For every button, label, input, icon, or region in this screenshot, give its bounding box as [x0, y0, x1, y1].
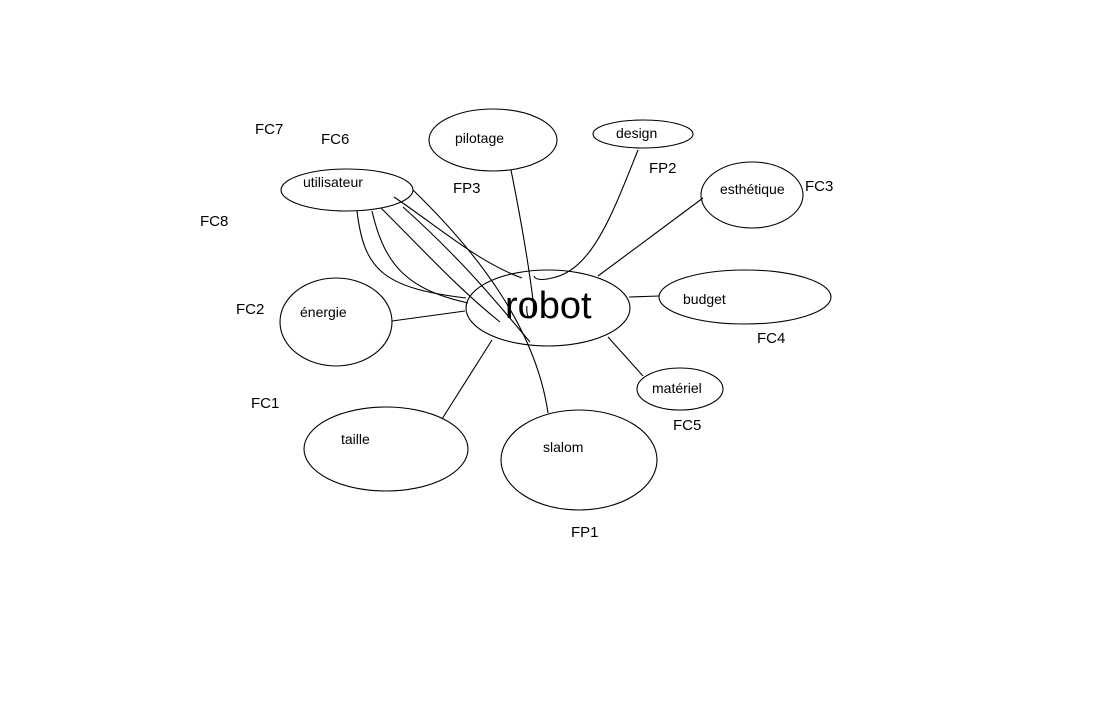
node-pilotage-label: pilotage	[455, 130, 504, 146]
link-utilisateur-robot-5	[393, 196, 523, 279]
node-budget: budget	[658, 269, 832, 325]
link-utilisateur-robot-3	[380, 207, 501, 323]
function-label-fc2: FC2	[236, 301, 264, 318]
node-esthetique: esthétique	[700, 161, 804, 229]
function-label-fc5: FC5	[673, 417, 701, 434]
node-pilotage: pilotage	[428, 108, 558, 172]
function-label-fc7: FC7	[255, 121, 283, 138]
link-robot-esthetique	[597, 197, 704, 277]
node-energie-label: énergie	[300, 304, 347, 320]
link-utilisateur-robot-1	[356, 210, 467, 299]
node-energie-shape	[279, 277, 393, 367]
node-design-shape	[592, 119, 694, 149]
link-robot-budget	[628, 295, 660, 298]
node-materiel-shape	[636, 367, 724, 411]
node-slalom: slalom	[500, 409, 658, 511]
function-label-fc4: FC4	[757, 330, 785, 347]
function-label-fp1: FP1	[571, 524, 599, 541]
link-robot-pilotage	[510, 169, 535, 318]
node-materiel: matériel	[636, 367, 724, 411]
node-budget-label: budget	[683, 291, 726, 307]
node-slalom-label: slalom	[543, 439, 583, 455]
function-label-fp2: FP2	[649, 160, 677, 177]
node-slalom-shape	[500, 409, 658, 511]
link-robot-materiel	[607, 336, 644, 377]
node-robot-label: robot	[505, 285, 592, 327]
link-robot-taille	[441, 339, 493, 420]
node-design: design	[592, 119, 694, 149]
function-label-fc8: FC8	[200, 213, 228, 230]
link-utilisateur-slalom	[412, 189, 549, 414]
node-utilisateur-label: utilisateur	[303, 174, 363, 190]
function-labels: FC7 FC6 FC8 FP3 FP2 FC3 FC2 FC4 FC1 FC5 …	[200, 121, 833, 541]
node-esthetique-label: esthétique	[720, 181, 785, 197]
node-pilotage-shape	[428, 108, 558, 172]
node-robot: robot	[465, 269, 631, 347]
node-taille: taille	[303, 406, 469, 492]
link-robot-energie	[391, 310, 466, 322]
node-budget-shape	[658, 269, 832, 325]
link-robot-design	[533, 149, 639, 281]
links	[356, 149, 704, 420]
node-design-label: design	[616, 125, 657, 141]
node-utilisateur-shape	[280, 168, 414, 212]
node-energie: énergie	[279, 277, 393, 367]
function-label-fc3: FC3	[805, 178, 833, 195]
function-label-fp3: FP3	[453, 180, 481, 197]
node-materiel-label: matériel	[652, 380, 702, 396]
link-utilisateur-robot-4	[402, 206, 531, 343]
node-esthetique-shape	[700, 161, 804, 229]
node-robot-shape	[465, 269, 631, 347]
function-label-fc1: FC1	[251, 395, 279, 412]
node-taille-shape	[303, 406, 469, 492]
node-utilisateur: utilisateur	[280, 168, 414, 212]
function-label-fc6: FC6	[321, 131, 349, 148]
node-taille-label: taille	[341, 431, 370, 447]
link-utilisateur-robot-2	[371, 210, 469, 304]
